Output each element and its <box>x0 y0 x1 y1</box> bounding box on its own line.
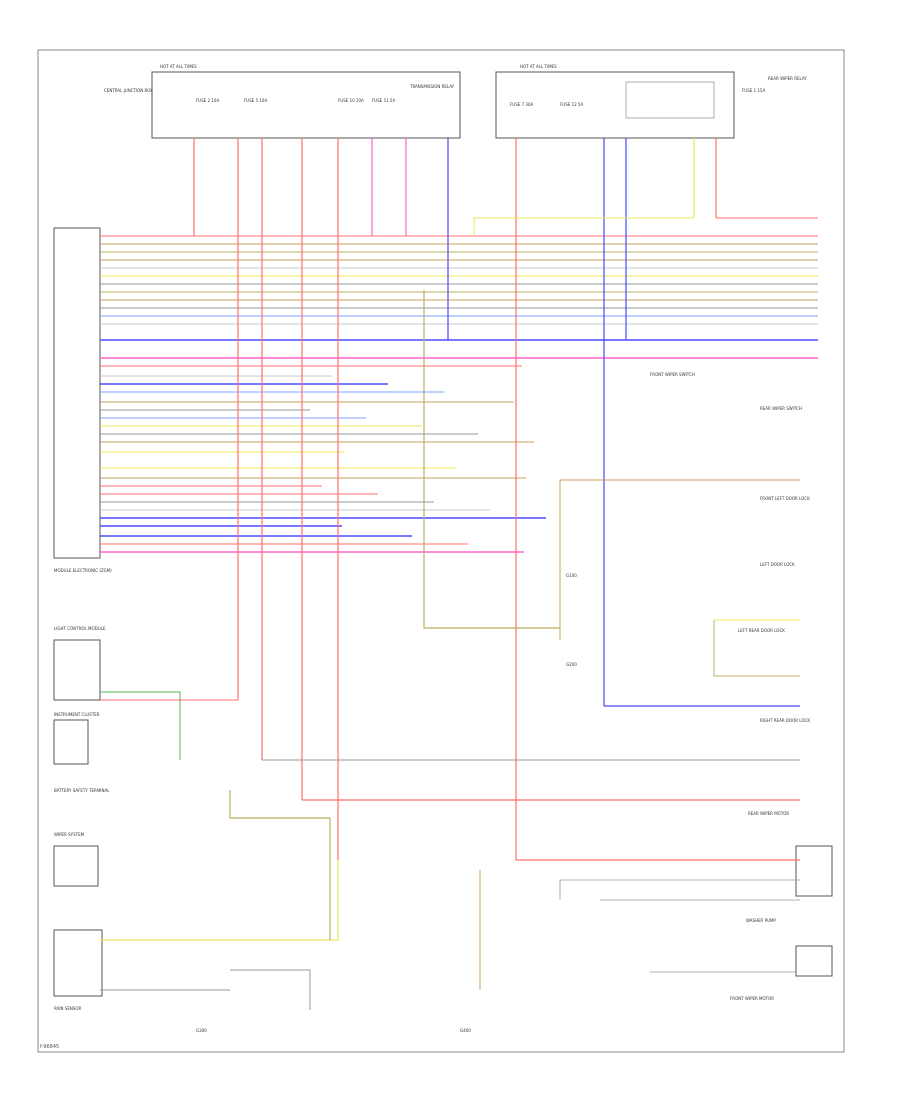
electronic-module <box>53 227 101 559</box>
svg-text:WASHER PUMP: WASHER PUMP <box>746 918 776 923</box>
svg-text:FUSE 2 10A: FUSE 2 10A <box>196 98 219 103</box>
svg-text:RAIN SENSOR: RAIN SENSOR <box>54 1006 82 1011</box>
wire-gray-65 <box>230 969 311 1010</box>
svg-text:BATTERY SAFETY TERMINAL: BATTERY SAFETY TERMINAL <box>54 788 110 793</box>
svg-text:FUSE 7 30A: FUSE 7 30A <box>510 102 533 107</box>
wire-green-55 <box>100 691 181 760</box>
wire-olive-61 <box>423 290 560 629</box>
svg-text:G400: G400 <box>460 1028 471 1033</box>
svg-text:REAR WIPER SWITCH: REAR WIPER SWITCH <box>760 406 802 411</box>
svg-text:FUSE 5 10A: FUSE 5 10A <box>244 98 267 103</box>
right-components: FRONT WIPER SWITCH REAR WIPER SWITCH FRO… <box>650 372 833 1001</box>
wire-olive-62 <box>713 620 800 677</box>
svg-text:TRANSMISSION RELAY: TRANSMISSION RELAY <box>409 84 455 89</box>
wire-yellow-53 <box>100 860 339 941</box>
svg-text:FRONT WIPER SWITCH: FRONT WIPER SWITCH <box>650 372 695 377</box>
wire-yellow-57 <box>473 217 694 236</box>
diagram-border <box>37 49 845 1053</box>
instrument-cluster-box <box>53 719 89 765</box>
svg-text:G100: G100 <box>566 573 577 578</box>
light-control-module <box>53 639 101 701</box>
svg-text:FUSE 10 10A: FUSE 10 10A <box>338 98 364 103</box>
svg-text:FUSE 11 5A: FUSE 11 5A <box>372 98 395 103</box>
svg-text:LIGHT CONTROL MODULE: LIGHT CONTROL MODULE <box>54 626 106 631</box>
wiper-system-box <box>53 845 99 887</box>
svg-text:INSTRUMENT CLUSTER: INSTRUMENT CLUSTER <box>54 712 100 717</box>
svg-text:MODULE ELECTRONIC (ZGM): MODULE ELECTRONIC (ZGM) <box>54 568 112 573</box>
svg-text:FUSE 12 5A: FUSE 12 5A <box>560 102 583 107</box>
svg-text:G200: G200 <box>566 662 577 667</box>
svg-text:FRONT WIPER MOTOR: FRONT WIPER MOTOR <box>730 996 774 1001</box>
svg-text:REAR WIPER RELAY: REAR WIPER RELAY <box>768 76 807 81</box>
rain-sensor-box <box>53 929 103 997</box>
svg-text:LEFT DOOR LOCK: LEFT DOOR LOCK <box>760 562 795 567</box>
wire-group <box>100 138 818 1010</box>
svg-text:G300: G300 <box>196 1028 207 1033</box>
svg-text:CENTRAL JUNCTION BOX: CENTRAL JUNCTION BOX <box>104 88 153 93</box>
module-blocks: MODULE ELECTRONIC (ZGM) LIGHT CONTROL MO… <box>53 227 112 1011</box>
svg-text:HOT AT ALL TIMES: HOT AT ALL TIMES <box>520 64 557 69</box>
wire-olive-54 <box>229 790 331 940</box>
svg-text:WIPER SYSTEM: WIPER SYSTEM <box>54 832 85 837</box>
svg-text:FUSE 1 15A: FUSE 1 15A <box>742 88 765 93</box>
wire-gray-68 <box>559 879 800 900</box>
svg-text:REAR WIPER MOTOR: REAR WIPER MOTOR <box>748 811 789 816</box>
footer-code: f-96845 <box>40 1044 59 1050</box>
svg-text:HOT AT ALL TIMES: HOT AT ALL TIMES <box>160 64 197 69</box>
svg-text:LEFT REAR DOOR LOCK: LEFT REAR DOOR LOCK <box>738 628 785 633</box>
svg-text:RIGHT REAR DOOR LOCK: RIGHT REAR DOOR LOCK <box>760 718 810 723</box>
svg-text:FRONT LEFT DOOR LOCK: FRONT LEFT DOOR LOCK <box>760 496 810 501</box>
central-junction-box: HOT AT ALL TIMES HOT AT ALL TIMES CENTRA… <box>104 64 807 139</box>
